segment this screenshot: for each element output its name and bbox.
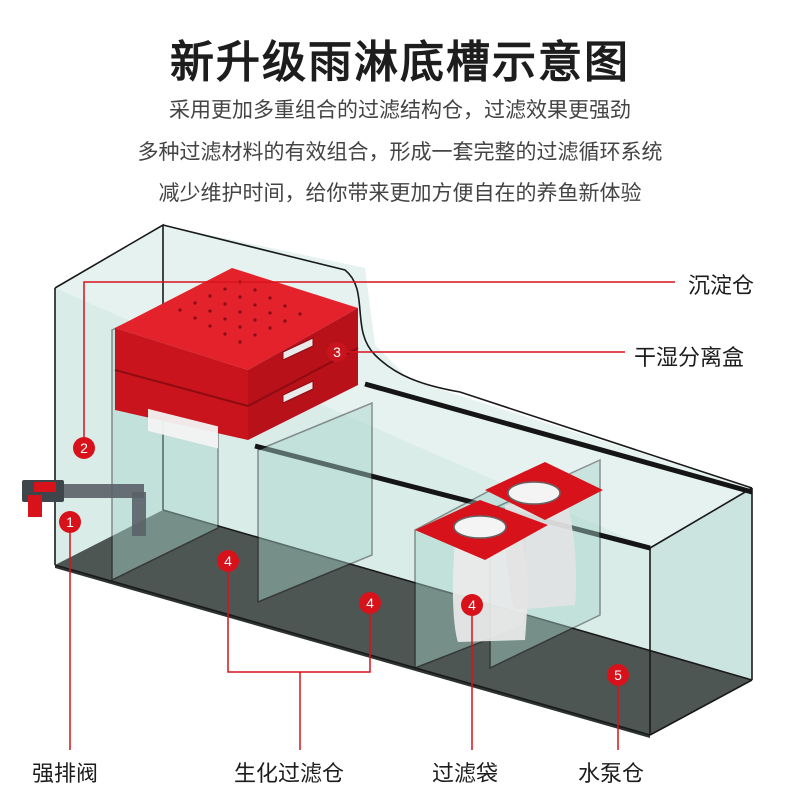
page-title: 新升级雨淋底槽示意图 <box>170 37 630 88</box>
leader-bio-b <box>300 614 371 673</box>
subtitle-line-1: 采用更加多重组合的过滤结构仓，过滤效果更强劲 <box>169 98 631 122</box>
drain-valve <box>22 480 146 536</box>
marker-4a <box>217 550 239 572</box>
leader-sediment <box>83 281 675 438</box>
label-separator: 干湿分离盒 <box>634 346 745 371</box>
marker-2 <box>73 437 95 459</box>
marker-2-label: 2 <box>80 440 88 456</box>
front-top-rail <box>254 443 651 551</box>
leader-lines <box>69 281 675 750</box>
label-filter-bag: 过滤袋 <box>432 762 499 787</box>
separator-holes <box>178 280 302 344</box>
marker-4b <box>359 592 381 614</box>
label-drain-valve: 强排阀 <box>32 762 99 787</box>
marker-1 <box>59 511 81 533</box>
subtitle-line-3: 减少维护时间，给你带来更加方便自在的养鱼新体验 <box>158 181 642 205</box>
label-pump: 水泵仓 <box>578 762 645 787</box>
subtitle-line-2: 多种过滤材料的有效组合，形成一套完整的过滤循环系统 <box>137 140 663 164</box>
marker-3 <box>327 342 347 362</box>
leader-bio-a <box>227 572 300 673</box>
markers: 1 2 3 4 4 4 5 <box>59 342 629 686</box>
marker-3-label: 3 <box>333 344 341 360</box>
label-bio-filter: 生化过滤仓 <box>234 762 345 787</box>
marker-4c <box>461 594 483 616</box>
marker-1-label: 1 <box>66 514 74 530</box>
marker-4a-label: 4 <box>224 553 232 569</box>
separator-box <box>114 268 359 449</box>
label-sediment: 沉淀仓 <box>688 274 755 299</box>
back-top-rail <box>364 381 753 495</box>
marker-5-label: 5 <box>614 667 622 683</box>
marker-5 <box>607 664 629 686</box>
filter-bag-assembly <box>415 462 603 642</box>
marker-4c-label: 4 <box>468 597 476 613</box>
marker-4b-label: 4 <box>366 595 374 611</box>
partition-b <box>257 401 373 604</box>
